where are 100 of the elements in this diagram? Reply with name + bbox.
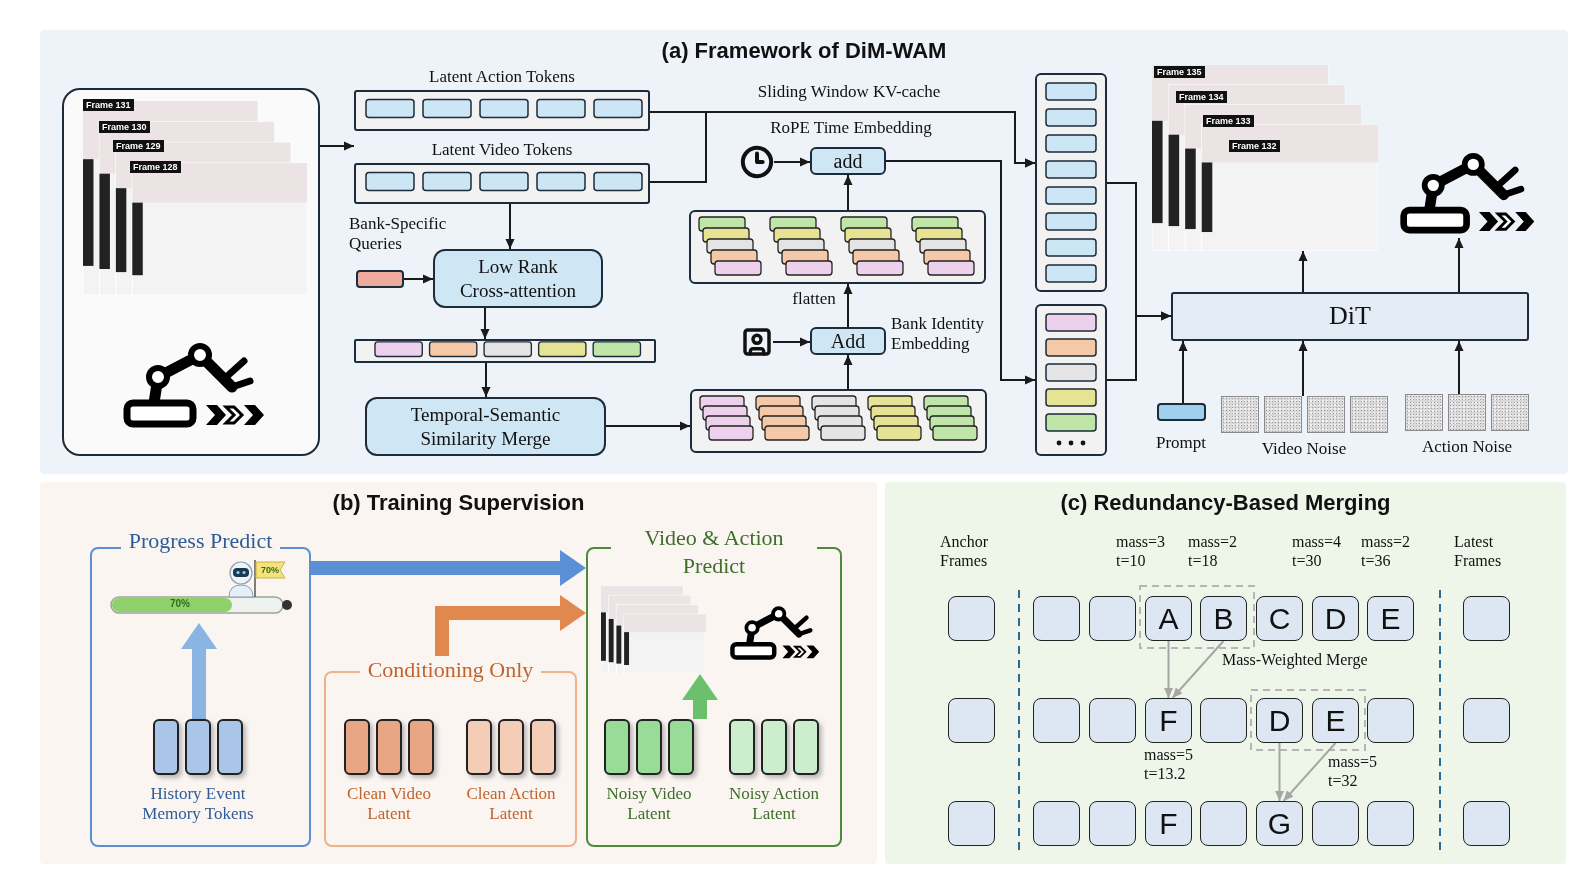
operation-box: add	[810, 147, 886, 175]
arrow	[1454, 237, 1464, 293]
block-heading: Latent Action Tokens	[429, 66, 575, 88]
arrow	[403, 274, 434, 284]
input-label: Video Noise	[1261, 439, 1347, 460]
frame-token	[1089, 801, 1136, 846]
arrow	[1106, 311, 1172, 381]
frame-token	[1367, 698, 1414, 743]
arrow	[772, 337, 811, 347]
annotation-text: Latest Frames	[1454, 532, 1503, 571]
arrow	[319, 141, 355, 151]
frame-number-tag: Frame 129	[113, 140, 164, 152]
frame-token	[1463, 801, 1510, 846]
frame-token	[1200, 698, 1247, 743]
arrow	[773, 157, 811, 167]
frame-token	[1312, 801, 1359, 846]
frame-token	[1089, 698, 1136, 743]
frame-token: F	[1145, 698, 1192, 743]
frame-token	[1463, 698, 1510, 743]
frame-token: D	[1256, 698, 1303, 743]
arrow	[605, 421, 691, 431]
frame-number-tag: Frame 128	[130, 161, 181, 173]
input-label: Action Noise	[1421, 437, 1513, 458]
frame-token: G	[1256, 801, 1303, 846]
token-label: Clean Action Latent	[465, 784, 557, 825]
arrow	[181, 623, 217, 719]
arrow	[843, 174, 853, 211]
arrow	[1298, 340, 1308, 397]
token-label: History Event Memory Tokens	[141, 784, 255, 825]
percent-text: 70%	[169, 598, 191, 609]
frame-token	[1200, 801, 1247, 846]
annotation-text: mass=2 t=36	[1361, 532, 1412, 571]
arrow	[843, 283, 853, 328]
frame-token	[948, 596, 995, 641]
frame-token: E	[1312, 698, 1359, 743]
frame-token	[948, 801, 995, 846]
photo-placeholder	[1152, 65, 1378, 251]
frame-token: C	[1256, 596, 1303, 641]
frame-token: B	[1200, 596, 1247, 641]
frame-token	[1367, 801, 1414, 846]
model-box: DiT	[1171, 292, 1529, 341]
frame-number-tag: Frame 135	[1154, 66, 1205, 78]
input-label: Prompt	[1155, 433, 1207, 454]
clock-icon	[740, 145, 774, 179]
arrow	[1164, 640, 1173, 699]
token-label: Clean Video Latent	[345, 784, 433, 825]
annotation-text: Mass-Weighted Merge	[1222, 650, 1369, 670]
percent-text: 70%	[260, 565, 280, 575]
process-box: Temporal-Semantic Similarity Merge	[365, 397, 606, 456]
frame-number-tag: Frame 134	[1176, 91, 1227, 103]
arrow	[480, 307, 490, 340]
token-label: Noisy Action Latent	[727, 784, 821, 825]
photo-placeholder	[601, 586, 706, 674]
arrow	[311, 550, 586, 586]
frame-token: E	[1367, 596, 1414, 641]
annotation-text: mass=2 t=18	[1188, 532, 1239, 571]
node-caption: Bank Identity Embedding	[891, 314, 985, 355]
frame-token: A	[1145, 596, 1192, 641]
arrow	[1275, 742, 1284, 802]
annotation-text: mass=4 t=30	[1292, 532, 1343, 571]
panel-title: (a) Framework of DiM-WAM	[661, 38, 947, 64]
arrow	[1178, 340, 1188, 404]
arrow	[1282, 742, 1337, 802]
token-label: Noisy Video Latent	[605, 784, 693, 825]
arrow	[1171, 640, 1225, 699]
frame-token: D	[1312, 596, 1359, 641]
frame-token	[1033, 596, 1080, 641]
arrow	[649, 111, 1036, 183]
arrow	[435, 595, 586, 656]
query-token	[356, 270, 404, 288]
block-heading: Latent Video Tokens	[431, 139, 573, 161]
frame-number-tag: Frame 132	[1229, 140, 1280, 152]
annotation-text: mass=5 t=32	[1328, 752, 1379, 791]
panel-background	[40, 482, 877, 864]
panel-title: (b) Training Supervision	[332, 490, 585, 516]
arrow	[1454, 340, 1464, 395]
annotation-text: mass=5 t=13.2	[1144, 745, 1195, 784]
frame-token: F	[1145, 801, 1192, 846]
panel-title: (c) Redundancy-Based Merging	[1060, 490, 1391, 516]
frame-number-tag: Frame 133	[1203, 115, 1254, 127]
frame-token	[1089, 596, 1136, 641]
arrow	[481, 362, 491, 398]
panel-background	[40, 30, 1568, 474]
frame-number-tag: Frame 131	[83, 99, 134, 111]
node-caption: RoPE Time Embedding	[769, 118, 933, 139]
frame-token	[1463, 596, 1510, 641]
contact-card-icon	[741, 326, 773, 358]
panel-background	[885, 482, 1566, 864]
operation-box: Add	[810, 327, 886, 355]
frame-number-tag: Frame 130	[99, 121, 150, 133]
arrow	[682, 674, 718, 719]
arrow	[1298, 250, 1308, 293]
annotation-text: mass=3 t=10	[1116, 532, 1167, 571]
frame-token	[948, 698, 995, 743]
frame-token	[1033, 801, 1080, 846]
process-box: Low Rank Cross-attention	[433, 249, 603, 308]
annotation-text: Anchor Frames	[940, 532, 989, 571]
input-card	[62, 88, 320, 456]
frame-token	[1033, 698, 1080, 743]
arrow	[505, 203, 515, 250]
